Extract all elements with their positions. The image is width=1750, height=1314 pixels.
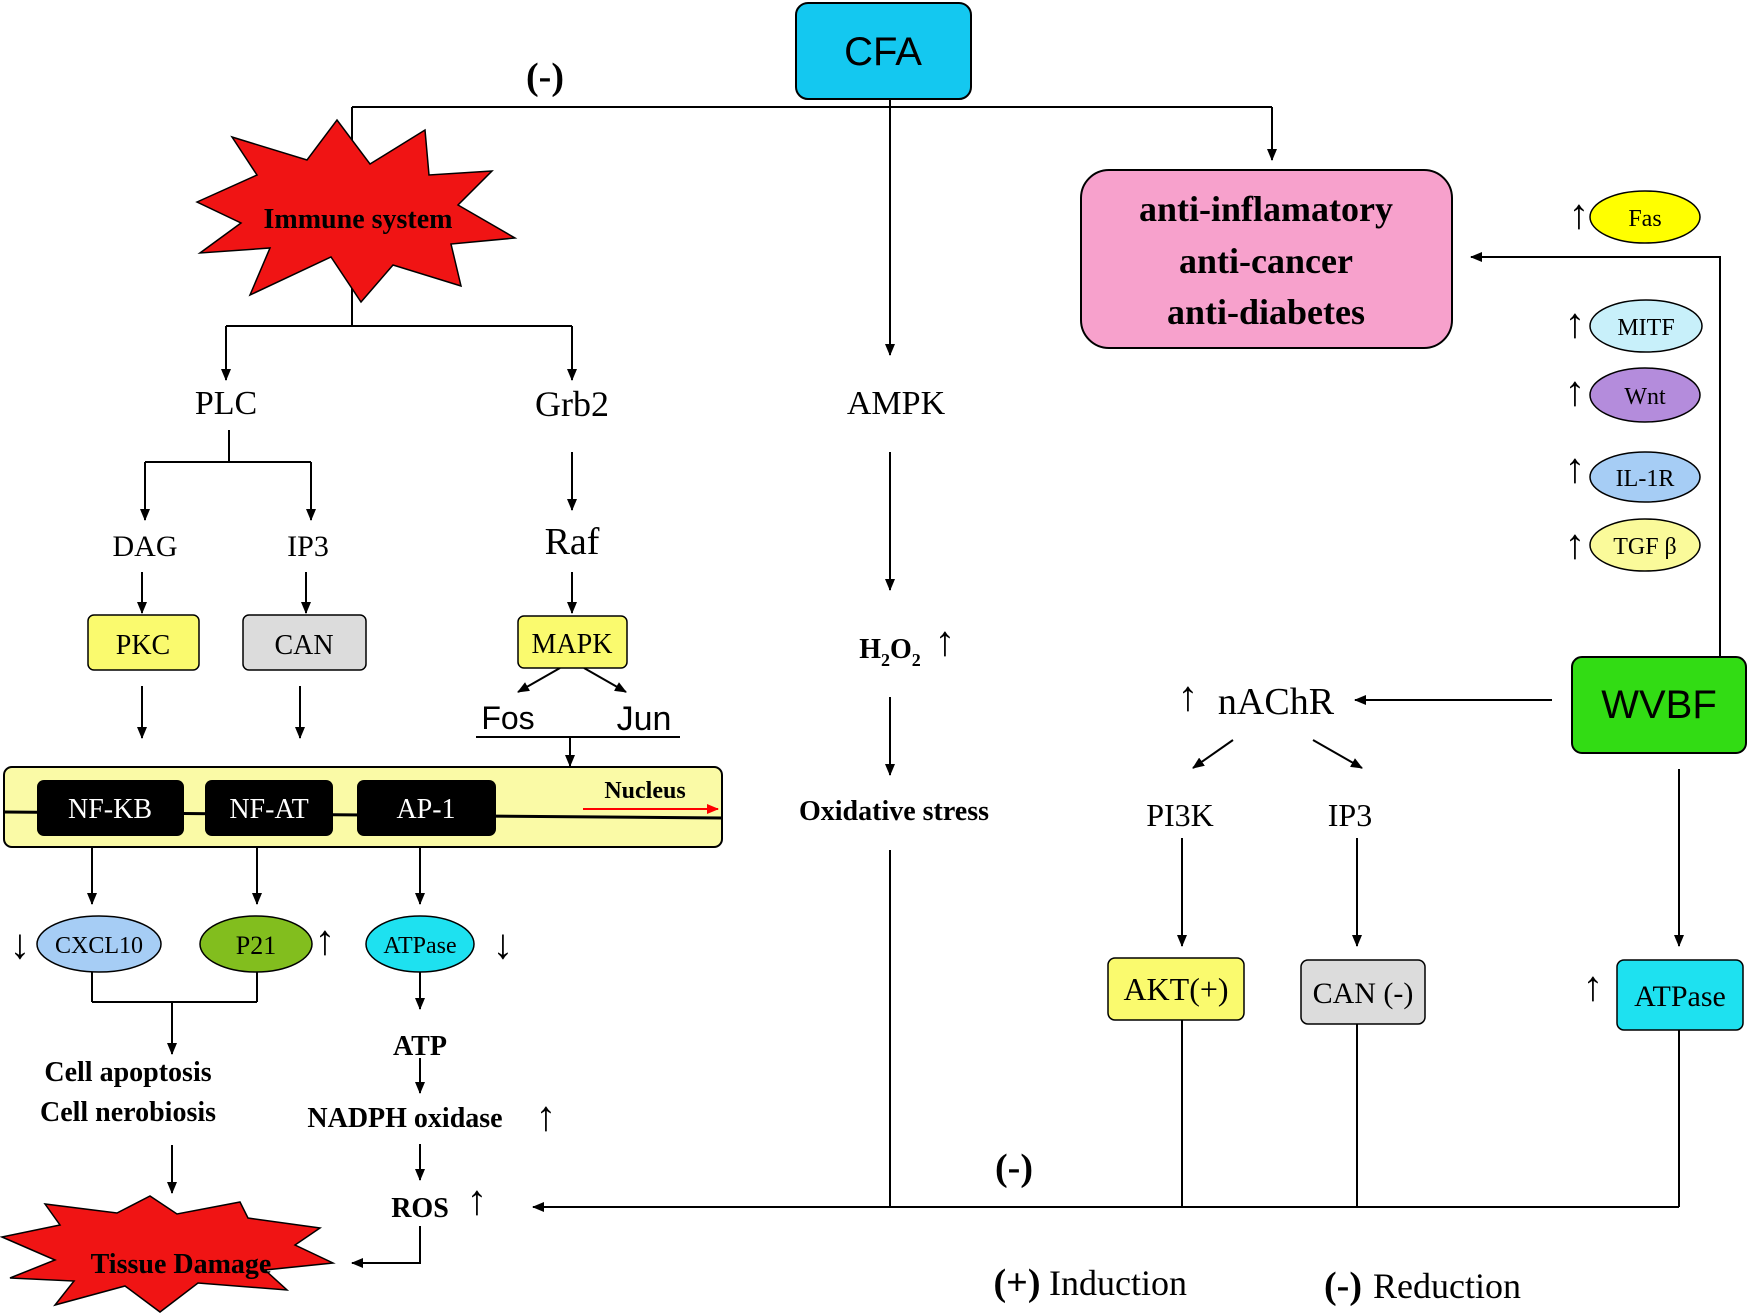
- h2o2-up-indicator: ↑: [935, 619, 956, 665]
- cfa-box: [795, 2, 972, 100]
- wnt-ellipse: [1589, 367, 1701, 423]
- cxcl10-ellipse: [36, 915, 162, 973]
- cell-nerobiosis-label: Cell nerobiosis: [40, 1097, 216, 1128]
- nfat-box: [205, 780, 333, 836]
- mapk-label: MAPK: [532, 629, 613, 660]
- p21-label: P21: [236, 931, 276, 960]
- pkc-label: PKC: [116, 630, 170, 661]
- nfkb-label: NF-KB: [68, 794, 152, 825]
- jun-label: Jun: [617, 700, 672, 738]
- atpase-right-label: ATPase: [1634, 980, 1726, 1013]
- fos-label: Fos: [481, 700, 534, 736]
- tgfb-ellipse: [1589, 518, 1701, 572]
- immune-system-label: Immune system: [264, 204, 453, 235]
- oxidative-stress-label: Oxidative stress: [799, 796, 989, 827]
- nadph-up-indicator: ↑: [536, 1094, 557, 1140]
- mitf-label: MITF: [1617, 315, 1674, 341]
- arrow-mapk-jun: [583, 667, 627, 693]
- arrow-wvbf-anti: [1470, 252, 1721, 657]
- arrow-nachr-ip3: [1312, 739, 1363, 769]
- nachr-label: nAChR: [1218, 681, 1335, 723]
- mitf-up-indicator: ↑: [1565, 301, 1586, 347]
- il1r-ellipse: [1589, 451, 1701, 503]
- h2o2-label: H2O2: [859, 634, 921, 670]
- mitf-ellipse: [1589, 299, 1703, 353]
- legend-minus-text: Reduction: [1373, 1266, 1521, 1306]
- legend: (+) Induction (-) Reduction: [994, 1262, 1521, 1307]
- dag-label: DAG: [113, 530, 178, 563]
- arrow-ros-tissue: [351, 1226, 421, 1268]
- grb2-label: Grb2: [535, 384, 609, 424]
- p21-ellipse: [199, 915, 313, 973]
- can-right-box: [1300, 959, 1426, 1025]
- anti-diabetes-label: anti-diabetes: [1167, 292, 1365, 332]
- atpase-right-up-indicator: ↑: [1583, 964, 1604, 1010]
- atpase-left-down-indicator: ↓: [493, 922, 514, 968]
- anti-inflammatory-label: anti-inflamatory: [1139, 189, 1393, 229]
- nfkb-box: [37, 780, 184, 836]
- fas-label: Fas: [1628, 206, 1661, 232]
- can-left-box: [242, 614, 367, 671]
- arrow-nachr-pi3k: [1192, 739, 1234, 769]
- wvbf-label: WVBF: [1601, 683, 1717, 727]
- connectors: [87, 99, 1721, 1268]
- il1r-label: IL-1R: [1616, 466, 1675, 492]
- atpase-left-label: ATPase: [383, 933, 456, 959]
- wnt-label: Wnt: [1624, 384, 1666, 410]
- ip3-left-label: IP3: [287, 530, 329, 563]
- cxcl10-down-indicator: ↓: [10, 922, 31, 968]
- fas-up-indicator: ↑: [1569, 192, 1590, 238]
- akt-box: [1107, 957, 1245, 1021]
- legend-plus-text: Induction: [1049, 1263, 1187, 1303]
- anti-cancer-label: anti-cancer: [1179, 241, 1353, 281]
- atpase-left-ellipse: [365, 915, 475, 973]
- pi3k-label: PI3K: [1146, 797, 1214, 833]
- ampk-label: AMPK: [847, 385, 946, 422]
- raf-label: Raf: [545, 521, 600, 563]
- cxcl10-label: CXCL10: [55, 933, 143, 959]
- atp-label: ATP: [393, 1031, 447, 1062]
- ap1-box: [357, 780, 496, 836]
- nachr-up-indicator: ↑: [1178, 674, 1199, 720]
- ros-label: ROS: [391, 1193, 449, 1224]
- ip3-right-label: IP3: [1328, 797, 1372, 833]
- cell-apoptosis-label: Cell apoptosis: [44, 1057, 211, 1088]
- p21-up-indicator: ↑: [315, 918, 336, 964]
- can-right-label: CAN (-): [1313, 977, 1414, 1010]
- can-left-label: CAN: [274, 630, 333, 661]
- atpase-right-box: [1616, 959, 1744, 1031]
- immune-system-star: [195, 118, 518, 304]
- fas-ellipse: [1589, 190, 1701, 244]
- wvbf-box: [1571, 656, 1747, 754]
- nadph-oxidase-label: NADPH oxidase: [307, 1103, 502, 1134]
- minus-bottom-label: (-): [995, 1147, 1033, 1189]
- plc-label: PLC: [195, 385, 257, 422]
- ap1-label: AP-1: [396, 794, 455, 825]
- legend-plus-symbol: (+): [994, 1262, 1041, 1304]
- mapk-box: [517, 615, 628, 669]
- arrow-mapk-fos: [517, 667, 561, 693]
- il1r-up-indicator: ↑: [1565, 446, 1586, 492]
- minus-top-label: (-): [526, 56, 564, 98]
- ros-up-indicator: ↑: [467, 1178, 488, 1224]
- legend-minus-symbol: (-): [1324, 1265, 1362, 1307]
- nucleus-label: Nucleus: [604, 778, 685, 804]
- akt-label: AKT(+): [1123, 971, 1228, 1007]
- cfa-label: CFA: [844, 30, 922, 74]
- wnt-up-indicator: ↑: [1565, 369, 1586, 415]
- tissue-damage-label: Tissue Damage: [91, 1249, 272, 1280]
- anti-effects-box: [1080, 169, 1453, 349]
- pkc-box: [87, 614, 200, 671]
- tissue-damage-star: [0, 1195, 336, 1313]
- nfat-label: NF-AT: [229, 794, 308, 825]
- tgfb-label: TGF β: [1613, 534, 1677, 560]
- tgfb-up-indicator: ↑: [1565, 522, 1586, 568]
